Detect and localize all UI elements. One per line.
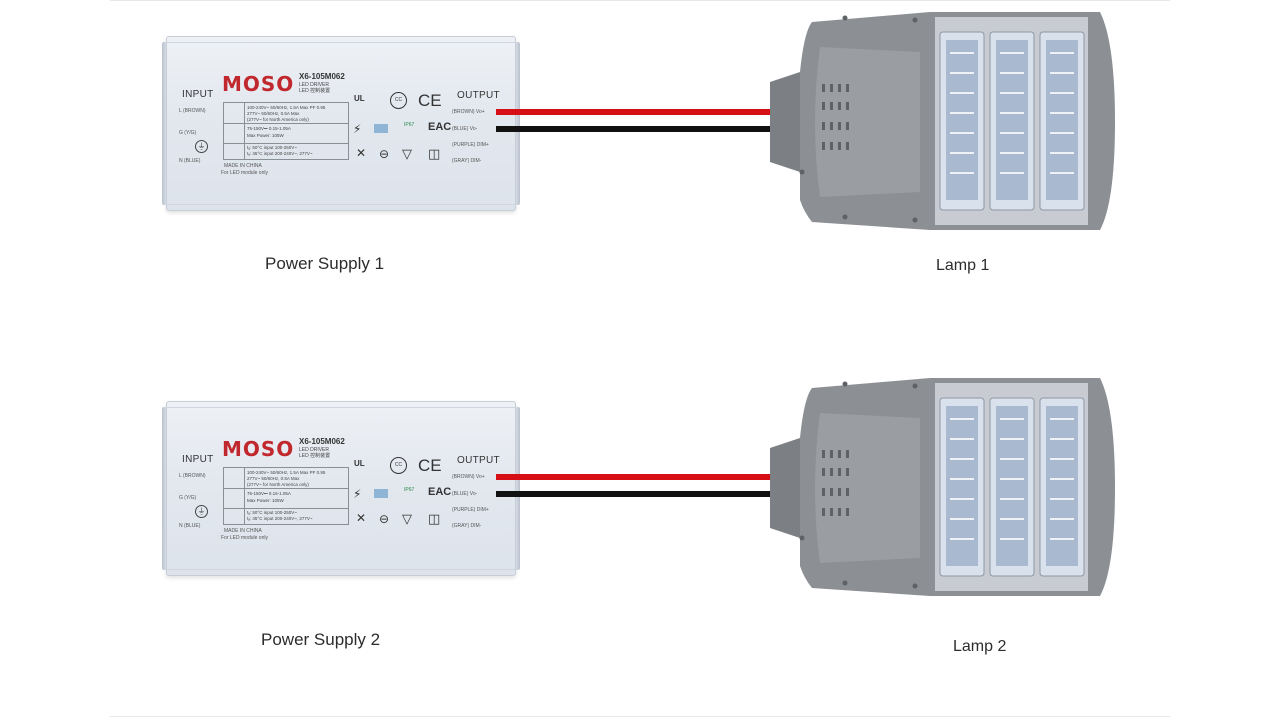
output-terminal-dim-plus: (PURPLE) DIM+: [452, 142, 489, 148]
brand-logo: MOSO: [222, 72, 295, 96]
ul-cert-icon: UL: [354, 94, 365, 103]
lamp-symbol-icon: ◫: [428, 146, 441, 161]
power-supply-1-caption: Power Supply 1: [265, 254, 385, 273]
lamp-2-caption: Lamp 2: [953, 638, 1007, 655]
product-subtitle: LED DRIVER LED 控制装置: [299, 82, 331, 94]
output-terminal-vo-plus: (BROWN) Vo+: [452, 474, 485, 480]
input-header: INPUT: [182, 454, 214, 465]
class-icon: ⊖: [379, 512, 390, 526]
eac-cert-icon: EAC: [428, 121, 452, 133]
lamp-symbol-icon: ◫: [428, 511, 441, 526]
power-supply-2-caption: Power Supply 2: [261, 630, 381, 649]
lamp-1-caption: Lamp 1: [936, 257, 990, 274]
cc-cert-icon: CC: [390, 92, 407, 109]
lamp-2: [770, 378, 1115, 596]
made-in-label: MADE IN CHINA: [224, 163, 262, 169]
ul-mark-icon: ⚡: [353, 122, 362, 136]
spec-table: 100-240V~ 50/60Hz, 1.5A Max PF 0.95 277V…: [223, 467, 349, 525]
lamp-1: [770, 12, 1115, 230]
positive-wire-1: [496, 109, 772, 115]
input-terminal-g: G (Y/G): [179, 130, 197, 136]
product-subtitle: LED DRIVER LED 控制装置: [299, 447, 331, 459]
ip67-cert-icon: IP67: [404, 487, 415, 493]
ce-cert-icon: CE: [418, 456, 442, 475]
input-terminal-g: G (Y/G): [179, 495, 197, 501]
ul-mark-icon: ⚡: [353, 487, 362, 501]
negative-wire-1: [496, 126, 772, 132]
ground-icon: ⏚: [195, 140, 208, 153]
output-terminal-vo-minus: (BLUE) Vo-: [452, 126, 478, 132]
cc-cert-icon: CC: [390, 457, 407, 474]
output-terminal-dim-plus: (PURPLE) DIM+: [452, 507, 489, 513]
power-supply-1: INPUT L (BROWN) G (Y/G) ⏚ N (BLUE) MOSO …: [162, 36, 520, 211]
usage-note: For LED module only: [221, 170, 268, 176]
negative-wire-2: [496, 491, 772, 497]
rating-icon: [374, 489, 388, 498]
input-header: INPUT: [182, 89, 214, 100]
bottom-border: [110, 716, 1170, 717]
triangle-icon: ▽: [402, 511, 412, 526]
positive-wire-2: [496, 474, 772, 480]
model-number: X6-105M062: [299, 437, 345, 446]
ip67-cert-icon: IP67: [404, 122, 415, 128]
model-number: X6-105M062: [299, 72, 345, 81]
input-terminal-n: N (BLUE): [179, 158, 201, 164]
output-header: OUTPUT: [457, 455, 500, 466]
input-terminal-n: N (BLUE): [179, 523, 201, 529]
rating-icon: [374, 124, 388, 133]
triangle-icon: ▽: [402, 146, 412, 161]
output-terminal-vo-minus: (BLUE) Vo-: [452, 491, 478, 497]
eac-cert-icon: EAC: [428, 486, 452, 498]
ground-icon: ⏚: [195, 505, 208, 518]
ul-cert-icon: UL: [354, 459, 365, 468]
output-header: OUTPUT: [457, 90, 500, 101]
bin-disposal-icon: ✕: [356, 511, 367, 525]
output-terminal-dim-minus: (GRAY) DIM-: [452, 523, 482, 529]
class-icon: ⊖: [379, 147, 390, 161]
bin-disposal-icon: ✕: [356, 146, 367, 160]
brand-logo: MOSO: [222, 437, 295, 461]
output-terminal-dim-minus: (GRAY) DIM-: [452, 158, 482, 164]
output-terminal-vo-plus: (BROWN) Vo+: [452, 109, 485, 115]
power-supply-2: INPUT L (BROWN) G (Y/G) ⏚ N (BLUE) MOSO …: [162, 401, 520, 576]
spec-table: 100-240V~ 50/60Hz, 1.5A Max PF 0.95 277V…: [223, 102, 349, 160]
input-terminal-l: L (BROWN): [179, 108, 206, 114]
ce-cert-icon: CE: [418, 91, 442, 110]
top-border: [110, 0, 1170, 1]
made-in-label: MADE IN CHINA: [224, 528, 262, 534]
input-terminal-l: L (BROWN): [179, 473, 206, 479]
usage-note: For LED module only: [221, 535, 268, 541]
